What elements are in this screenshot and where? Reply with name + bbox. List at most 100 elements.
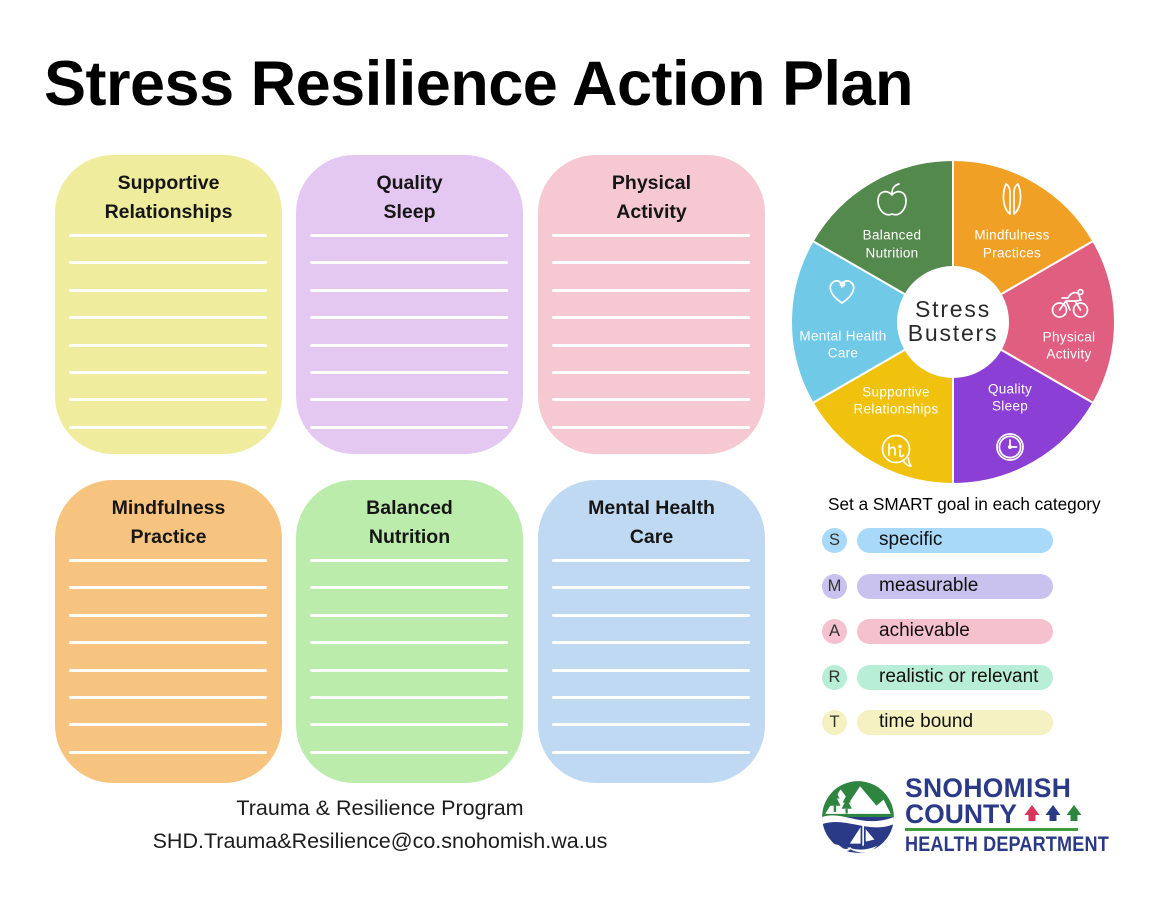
card-title: Mindfulness Practice xyxy=(55,480,282,551)
segment-label: Physical xyxy=(1043,330,1096,345)
card-title-line: Relationships xyxy=(104,200,233,223)
writing-line xyxy=(310,750,508,754)
writing-line xyxy=(552,641,750,645)
segment-label: Supportive xyxy=(862,385,930,400)
smart-legend: Set a SMART goal in each category S spec… xyxy=(822,494,1101,756)
writing-lines xyxy=(552,234,750,453)
smart-letter-badge: M xyxy=(822,573,847,599)
writing-line xyxy=(69,316,267,320)
writing-line xyxy=(310,559,508,562)
heart-icon xyxy=(829,279,855,304)
writing-line xyxy=(69,586,267,590)
card-mental-health-care: Mental Health Care xyxy=(538,480,765,783)
writing-line xyxy=(310,288,508,292)
logo-text: SNOHOMISH COUNTY HEALTH DEPARTMENT xyxy=(905,775,1142,857)
wheel-segment-physical-activity xyxy=(950,239,1117,405)
writing-line xyxy=(310,641,508,645)
segment-label: Practices xyxy=(983,246,1041,261)
writing-line xyxy=(310,261,508,265)
writing-line xyxy=(552,750,750,754)
card-title: Balanced Nutrition xyxy=(296,480,523,551)
segment-label: Mental Health xyxy=(799,329,886,344)
county-emblem-icon xyxy=(820,779,896,856)
smart-row-realistic: R realistic or relevant xyxy=(822,664,1101,690)
segment-label: Care xyxy=(828,346,858,361)
writing-line xyxy=(552,559,750,562)
writing-lines xyxy=(69,234,267,453)
smart-row-time-bound: T time bound xyxy=(822,710,1101,735)
program-name: Trauma & Resilience Program xyxy=(236,796,524,820)
wheel-center-title: Stress xyxy=(915,296,991,322)
writing-line xyxy=(69,370,267,374)
writing-line xyxy=(310,586,508,590)
writing-line xyxy=(552,370,750,374)
footer: Trauma & Resilience Program SHD.Trauma&R… xyxy=(70,792,690,858)
smart-letter-badge: T xyxy=(822,710,847,735)
writing-line xyxy=(69,750,267,754)
card-title: Mental Health Care xyxy=(538,480,765,551)
writing-line xyxy=(552,288,750,292)
logo-divider xyxy=(905,828,1078,831)
segment-label: Mindfulness xyxy=(974,228,1049,243)
wheel-hub xyxy=(897,266,1009,378)
writing-line xyxy=(310,425,508,429)
writing-line xyxy=(552,695,750,699)
apple-icon xyxy=(877,183,907,216)
card-balanced-nutrition: Balanced Nutrition xyxy=(296,480,523,783)
writing-lines xyxy=(552,559,750,778)
writing-line xyxy=(552,261,750,265)
writing-line xyxy=(69,559,267,562)
writing-line xyxy=(552,398,750,402)
writing-line xyxy=(69,695,267,699)
praying-hands-icon xyxy=(1002,183,1022,215)
writing-line xyxy=(69,613,267,617)
writing-line xyxy=(552,586,750,590)
writing-line xyxy=(310,613,508,617)
smart-pill: time bound xyxy=(857,710,1053,735)
writing-line xyxy=(310,398,508,402)
writing-line xyxy=(69,234,267,237)
segment-label: Nutrition xyxy=(866,246,919,261)
hi-speech-bubble-icon xyxy=(881,434,912,467)
segment-label: Quality xyxy=(988,382,1032,397)
writing-lines xyxy=(310,559,508,778)
smart-pill: realistic or relevant xyxy=(857,664,1053,690)
logo-county-word: COUNTY xyxy=(905,799,1017,829)
page-title: Stress Resilience Action Plan xyxy=(44,49,914,119)
clock-icon xyxy=(996,433,1024,461)
bicycle-icon xyxy=(1051,288,1089,318)
writing-line xyxy=(552,425,750,429)
writing-line xyxy=(310,695,508,699)
writing-line xyxy=(310,316,508,320)
card-title-line: Supportive xyxy=(117,172,220,194)
writing-line xyxy=(69,261,267,265)
segment-label: Sleep xyxy=(992,399,1028,414)
card-title-line: Sleep xyxy=(383,200,436,223)
trees-icon xyxy=(1024,805,1082,821)
smart-heading: Set a SMART goal in each category xyxy=(828,494,1101,514)
card-title-line: Physical xyxy=(611,172,692,194)
writing-line xyxy=(552,613,750,617)
smart-letter-badge: R xyxy=(822,664,847,690)
card-title: Quality Sleep xyxy=(296,155,523,226)
writing-lines xyxy=(310,234,508,453)
writing-line xyxy=(310,723,508,727)
smart-row-achievable: A achievable xyxy=(822,619,1101,644)
segment-label: Relationships xyxy=(854,402,939,417)
card-title-line: Mindfulness xyxy=(111,497,226,519)
writing-line xyxy=(552,343,750,347)
smart-letter-badge: S xyxy=(822,528,847,553)
program-email: SHD.Trauma&Resilience@co.snohomish.wa.us xyxy=(152,829,608,853)
health-department-logo: SNOHOMISH COUNTY HEALTH DEPARTMENT xyxy=(820,775,1142,858)
writing-lines xyxy=(69,559,267,778)
smart-pill: specific xyxy=(857,528,1053,553)
card-title-line: Quality xyxy=(376,172,443,194)
card-title-line: Nutrition xyxy=(368,525,451,548)
writing-line xyxy=(310,343,508,347)
smart-letter-badge: A xyxy=(822,619,847,644)
card-title-line: Activity xyxy=(616,200,687,223)
smart-row-specific: S specific xyxy=(822,528,1101,553)
card-physical-activity: Physical Activity xyxy=(538,155,765,454)
writing-line xyxy=(69,343,267,347)
card-title-line: Care xyxy=(629,525,674,548)
